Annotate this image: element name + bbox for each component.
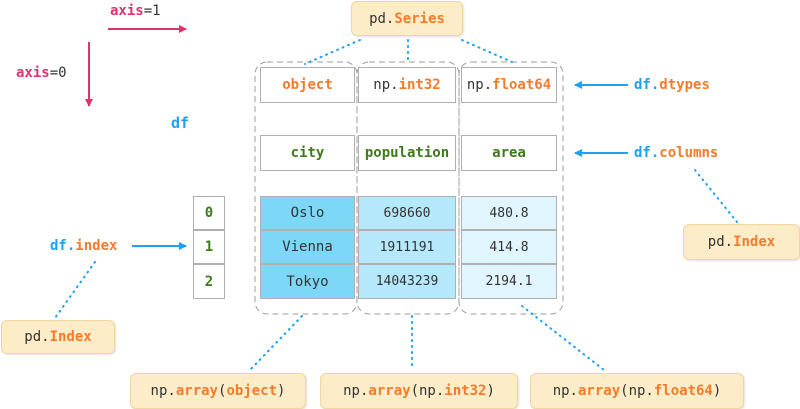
index-cell: 0 [193, 196, 225, 230]
data-cell-population: 1911191 [358, 230, 456, 264]
df-label: df [170, 114, 190, 132]
index-cell: 1 [193, 230, 225, 264]
dtypes-label: df.dtypes [634, 74, 710, 96]
array-tag-arg: int32 [444, 383, 487, 399]
index-cell: 2 [193, 264, 225, 299]
data-cell-city: Oslo [260, 196, 355, 230]
array-tag-open: (np. [620, 383, 654, 399]
column-header-area: area [461, 135, 557, 171]
array-tag-close: ) [712, 383, 722, 399]
array-connector [521, 305, 605, 371]
index-label-prefix: df. [50, 238, 76, 254]
dtype-cell-area: np.float64 [461, 67, 557, 103]
array-tag-before: np. [150, 383, 176, 399]
axis1-value: =1 [143, 3, 161, 19]
columns-label-name: columns [659, 145, 719, 161]
dtype-name: int32 [398, 77, 441, 93]
tag-name: Index [49, 329, 92, 345]
array-tag-float64: np.array(np.float64) [530, 373, 744, 409]
data-cell-area: 2194.1 [461, 264, 557, 299]
columns-label: df.columns [634, 142, 718, 164]
axis1-label: axis=1 [110, 0, 161, 22]
tag-name: Index [733, 234, 776, 250]
axis0-label: axis=0 [16, 62, 67, 84]
dtype-cell-population: np.int32 [358, 67, 456, 103]
array-tag-fn: array [175, 383, 218, 399]
column-group-population [356, 61, 460, 315]
index-label: df.index [50, 235, 117, 257]
array-tag-arg: object [226, 383, 278, 399]
array-tag-close: ) [486, 383, 495, 399]
array-tag-before: np. [552, 383, 578, 399]
data-cell-city: Tokyo [260, 264, 355, 299]
array-tag-fn: array [577, 383, 621, 399]
array-tag-object: np.array(object) [130, 373, 306, 409]
dtype-name: float64 [492, 77, 552, 93]
array-tag-arg: float64 [653, 383, 713, 399]
dtype-prefix: np. [373, 77, 399, 93]
series-tag-name: Series [394, 10, 445, 27]
column-header-city: city [260, 135, 355, 171]
row-index-tag: pd.Index [1, 320, 115, 354]
columns-label-prefix: df. [634, 145, 660, 161]
series-tag-prefix: pd. [369, 10, 395, 27]
axis1-name: axis [110, 3, 144, 19]
dtype-name: object [282, 77, 333, 93]
columns-index-tag: pd.Index [683, 224, 800, 260]
array-connector [249, 315, 303, 371]
array-tag-open: ( [218, 383, 227, 399]
array-tag-open: (np. [410, 383, 445, 399]
dtypes-label-name: dtypes [659, 77, 710, 93]
array-tag-int32: np.array(np.int32) [320, 373, 518, 409]
dtype-cell-city: object [260, 67, 355, 103]
array-tag-close: ) [277, 383, 286, 399]
tag-prefix: pd. [707, 234, 734, 250]
data-cell-population: 14043239 [358, 264, 456, 299]
series-connector [304, 39, 361, 65]
data-cell-population: 698660 [358, 196, 456, 230]
data-cell-area: 414.8 [461, 230, 557, 264]
tag-prefix: pd. [24, 329, 50, 345]
data-cell-city: Vienna [260, 230, 355, 264]
dtype-prefix: np. [466, 77, 493, 93]
index-index-connector [54, 261, 96, 319]
index-label-name: index [75, 238, 118, 254]
dtypes-label-prefix: df. [634, 77, 660, 93]
axis0-value: =0 [49, 65, 67, 81]
data-cell-area: 480.8 [461, 196, 557, 230]
axis0-name: axis [16, 65, 50, 81]
array-tag-fn: array [368, 383, 411, 399]
columns-index-connector [694, 169, 738, 223]
column-header-population: population [358, 135, 456, 171]
array-tag-before: np. [343, 383, 369, 399]
series-connector [461, 39, 513, 63]
series-tag: pd.Series [351, 1, 463, 36]
